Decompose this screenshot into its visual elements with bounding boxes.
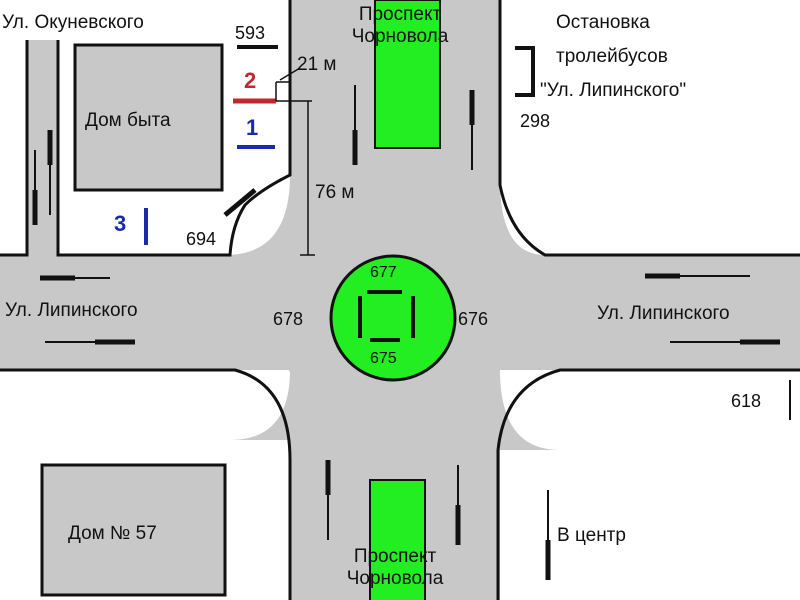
trolleybus-stop-label: Остановка тролейбусов "Ул. Липинского" xyxy=(520,6,790,108)
median-bottom xyxy=(369,479,426,600)
prospekt-top-line2: Чорновола xyxy=(351,26,449,47)
stop-id-675: 675 xyxy=(370,350,397,367)
prospekt-top-line1: Проспект xyxy=(358,4,442,25)
lane-marker-heads xyxy=(32,90,780,580)
marker-1: 1 xyxy=(246,115,259,140)
roundabout-stops xyxy=(358,290,415,342)
marker-2: 2 xyxy=(244,68,257,93)
street-label-prospekt-top: Проспект Чорновола xyxy=(330,4,470,48)
distance-76m: 76 м xyxy=(315,182,355,203)
stop-id-677: 677 xyxy=(370,264,397,281)
trolleybus-stop-bracket xyxy=(515,46,535,97)
direction-to-center: В центр xyxy=(557,525,626,546)
dimension-lines xyxy=(275,67,315,256)
stop-694-mark xyxy=(223,188,257,217)
marker-3: 3 xyxy=(114,211,127,236)
stop-label-line1: Остановка xyxy=(556,12,650,33)
roundabout-island xyxy=(329,254,457,382)
street-label-lipinskogo-right: Ул. Липинского xyxy=(597,303,730,324)
stop-id-593: 593 xyxy=(235,23,266,43)
street-label-lipinskogo-left: Ул. Липинского xyxy=(5,300,138,321)
stop-label-line2: тролейбусов xyxy=(556,46,668,67)
building-dom-byta xyxy=(73,43,224,192)
prospekt-bottom-line1: Проспект xyxy=(353,546,437,567)
stop-id-694: 694 xyxy=(186,229,217,249)
median-top xyxy=(374,0,441,149)
street-label-okunevskogo: Ул. Окуневского xyxy=(2,12,144,33)
street-label-prospekt-bottom: Проспект Чорновола xyxy=(325,546,465,590)
stop-label-line3: "Ул. Липинского" xyxy=(540,80,687,101)
building-label-dom-57: Дом № 57 xyxy=(68,523,157,544)
stop-id-298: 298 xyxy=(520,111,551,131)
stop-id-676: 676 xyxy=(458,309,489,329)
distance-21m: 21 м xyxy=(297,54,337,75)
building-label-dom-byta: Дом быта xyxy=(85,110,171,131)
stop-id-618: 618 xyxy=(731,391,762,411)
prospekt-bottom-line2: Чорновола xyxy=(346,568,444,589)
stop-id-678: 678 xyxy=(273,309,304,329)
building-dom-57 xyxy=(40,463,227,597)
